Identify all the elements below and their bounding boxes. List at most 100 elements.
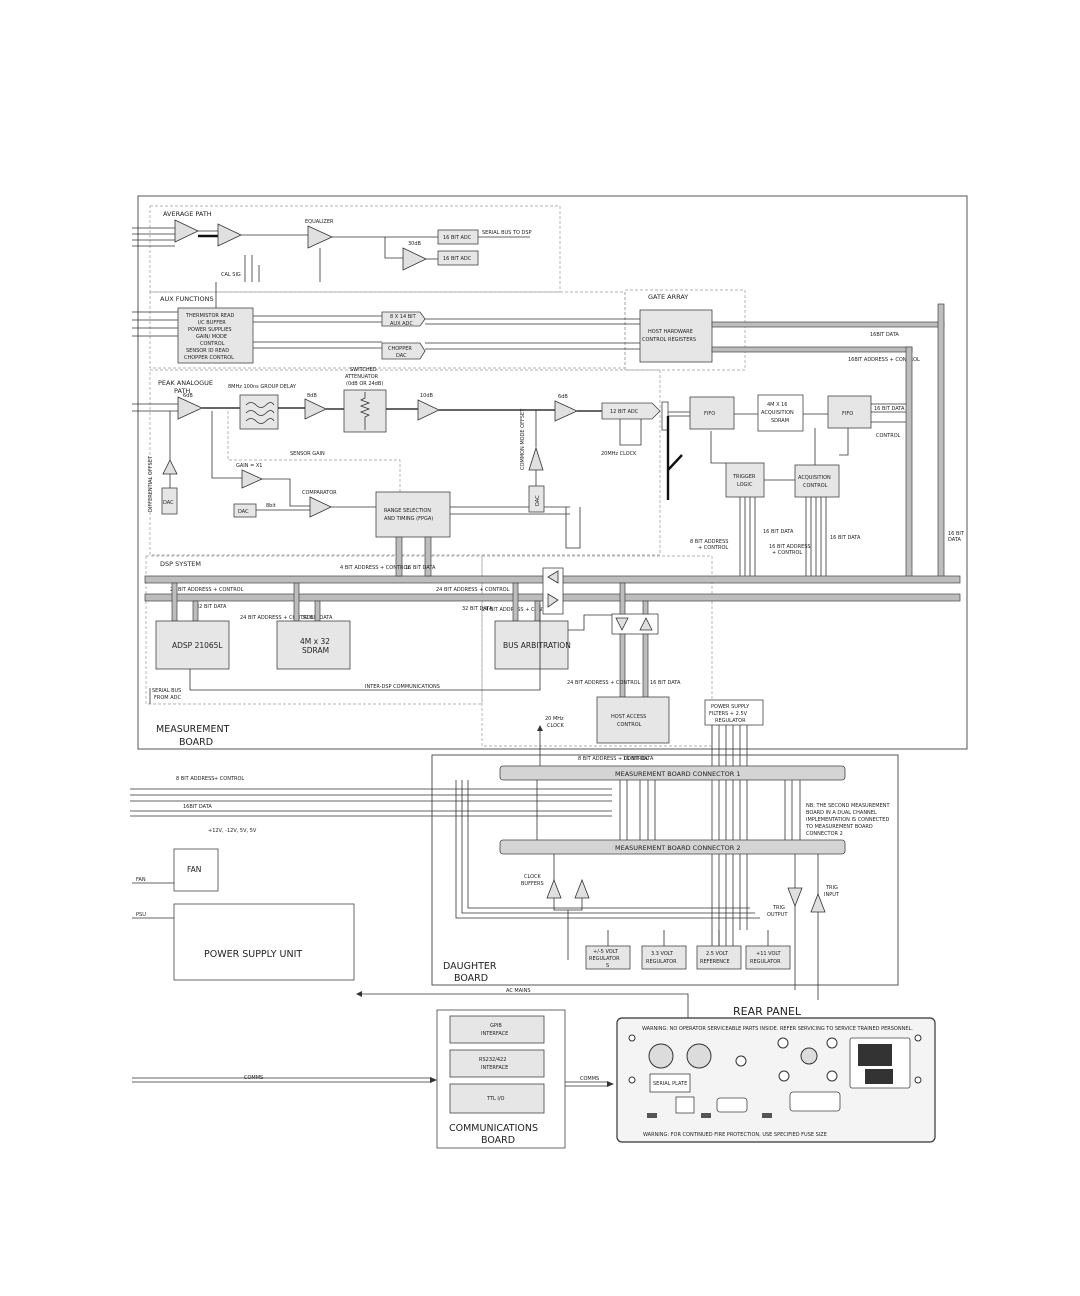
led-indicator-1: [647, 1113, 657, 1118]
panel-hole-1: [735, 1055, 747, 1067]
label-16bit-r-2: DATA: [948, 537, 961, 543]
bus-arbitration-block: [494, 620, 569, 670]
label-ref25-2: REFERENCE: [700, 959, 730, 965]
host-hardware-block: [639, 309, 713, 363]
label-reg5-2: REGULATOR: [589, 956, 620, 962]
label-clock-buf-1: CLOCK: [524, 874, 542, 880]
bus-16bit-addr: [711, 346, 913, 353]
label-psf-2: FILTERS + 2.5V: [709, 711, 748, 717]
label-chopper-dac-2: DAC: [396, 353, 407, 359]
reg-3v3: [641, 945, 687, 970]
label-peak-path-1: PEAK ANALOGUE: [158, 379, 213, 387]
label-clock20b-2: CLOCK: [547, 723, 565, 729]
label-comms-board-2: BOARD: [481, 1135, 515, 1146]
power-section: FAN FAN POWER SUPPLY UNIT PSU AC MAINS: [132, 848, 689, 1018]
label-4bit-addr: 4 BIT ADDRESS + CONTROL: [340, 565, 410, 571]
label-daughter-board-1: DAUGHTER: [443, 961, 497, 972]
fifo-a: [689, 396, 735, 430]
bnc-connector: [800, 1047, 818, 1065]
dac-c: [528, 485, 545, 513]
panel-screw-tl: [628, 1034, 636, 1042]
label-reg33-1: 3.3 VOLT: [651, 951, 674, 957]
label-warning-bottom: WARNING: FOR CONTINUED FIRE PROTECTION, …: [643, 1132, 827, 1138]
label-gain-x1: GAIN = X1: [236, 463, 262, 469]
bus-right-vertical-b: [905, 346, 913, 580]
label-ref25-1: 2.5 VOLT: [706, 951, 729, 957]
sensor-socket-1: [648, 1043, 674, 1069]
label-conn-bits-b: + CONTROL: [214, 776, 244, 782]
label-24bit-addr-a: 24 BIT ADDRESS + CONTROL: [170, 587, 244, 593]
label-data16-r: 16 BIT DATA: [874, 406, 905, 412]
label-gate-array: GATE ARRAY: [648, 293, 688, 301]
label-host-access-1: HOST ACCESS: [611, 714, 646, 720]
dac-b: [233, 503, 257, 518]
label-chopper-dac-1: CHOPPER: [388, 346, 412, 352]
label-acmains: AC MAINS: [506, 988, 531, 994]
label-plus-ctrl: + CONTROL: [698, 545, 728, 551]
label-g8: 8dB: [307, 393, 317, 399]
gate-array-region: [624, 289, 746, 371]
label-inter-dsp: INTER-DSP COMMUNICATIONS: [365, 684, 440, 690]
serial-plate: [649, 1073, 691, 1093]
label-sensor-gain: SENSOR GAIN: [290, 451, 325, 457]
label-reg5-1: +/-5 VOLT: [593, 949, 619, 955]
clock-buffer-2: [574, 878, 590, 899]
trig-output-buffer: [787, 887, 803, 908]
label-adc16-b: 16 BIT ADC: [443, 256, 472, 262]
label-adsp: ADSP 21065L: [172, 641, 223, 650]
trig-input-buffer: [810, 892, 826, 913]
comms-board: GPIB INTERFACE RS232/422 INTERFACE TTL I…: [132, 1009, 614, 1149]
label-aux-adc-1: 8 X 14 BIT: [390, 314, 417, 320]
panel-hole-2: [777, 1037, 789, 1049]
bus-stub-host-d: [642, 633, 649, 698]
avg-amp-2: [217, 223, 242, 247]
bus-stub-arb-a: [512, 582, 519, 622]
label-16bit-r-1: 16 BIT: [948, 531, 965, 537]
host-access: 20 MHz CLOCK HOST ACCESS CONTROL POWER S…: [537, 696, 764, 965]
gate-array: HOST HARDWARE CONTROL REGISTERS 16BIT DA…: [639, 303, 945, 580]
label-16bit-addr-a: 16 BIT ADDRESS: [769, 544, 811, 550]
psu-filter-block: [704, 699, 764, 726]
panel-hole-4: [826, 1070, 838, 1082]
label-control: CONTROL: [876, 433, 901, 439]
adc12-block: [601, 402, 661, 420]
bus-stub-sdram-b: [314, 600, 321, 622]
acq-sdram-block: [757, 394, 804, 432]
bus-stub-adsp-b: [192, 600, 199, 622]
bus-buffer-right: [547, 593, 559, 608]
bus-16bit-data: [711, 321, 945, 328]
label-nb-3: IMPLEMENTATION IS CONNECTED: [806, 817, 889, 823]
rs232-block: [449, 1049, 545, 1078]
label-gpib-1: GPIB: [490, 1023, 502, 1029]
label-atten-1: SWITCHED: [350, 367, 377, 373]
label-g10: 10dB: [420, 393, 434, 399]
daughter-board: MEASUREMENT BOARD CONNECTOR 1 MEASUREMEN…: [130, 765, 891, 1000]
label-supplies: +12V, -12V, 5V, 5V: [208, 828, 257, 834]
label-sdram-2: SDRAM: [302, 646, 329, 655]
label-nb-4: TO MEASUREMENT BOARD: [805, 824, 873, 830]
label-g6b: 6dB: [558, 394, 568, 400]
dsp-system: 4 BIT ADDRESS + CONTROL 16 BIT DATA 24 B…: [144, 536, 961, 704]
ref-2v5: [696, 945, 742, 970]
label-fan: FAN: [187, 865, 201, 874]
dsp-sdram-block: [276, 620, 351, 670]
bus-buffer-down: [615, 617, 629, 631]
label-conn2: MEASUREMENT BOARD CONNECTOR 2: [615, 844, 741, 852]
label-g6: 6dB: [183, 393, 193, 399]
label-16bit-addr-b: + CONTROL: [772, 550, 802, 556]
label-clock-buf-2: BUFFERS: [521, 881, 544, 887]
label-aux-6: SENSOR ID READ: [186, 348, 229, 354]
label-aux-7: CHOPPER CONTROL: [184, 355, 234, 361]
label-16bit-data: 16BIT DATA: [870, 332, 899, 338]
bus-right-vertical-a: [937, 303, 945, 580]
label-average-path: AVERAGE PATH: [163, 210, 212, 218]
label-dac-b: DAC: [238, 509, 249, 515]
label-comms-out: COMMS: [580, 1076, 599, 1082]
fan-block: [173, 848, 219, 892]
chopper-dac-block: [381, 342, 426, 360]
label-sdram-acq-1: 4M X 16: [767, 402, 787, 408]
label-trig-in-1: TRIG: [825, 885, 838, 891]
label-conn-bits-c: 16BIT DATA: [183, 804, 212, 810]
label-bus-arb: BUS ARBITRATION: [503, 641, 571, 650]
label-adc12: 12 BIT ADC: [610, 409, 639, 415]
